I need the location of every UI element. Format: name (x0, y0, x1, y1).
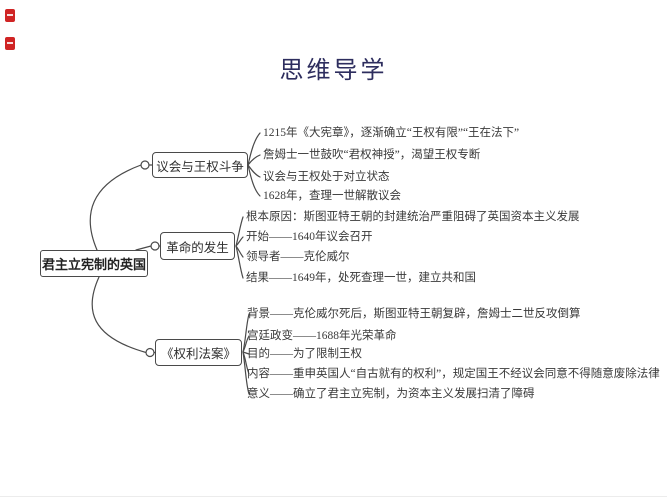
branch-node-bill-of-rights: 《权利法案》 (155, 339, 242, 366)
connector-b3-leaf (242, 351, 250, 355)
leaf-item: 开始——1640年议会召开 (246, 231, 373, 243)
branch3-collapse-icon (145, 347, 155, 358)
leaf-item: 宫廷政变——1688年光荣革命 (247, 330, 397, 342)
connector-b3-leaf (242, 313, 250, 353)
connector-b2-leaf (235, 236, 244, 247)
branch1-collapse-icon (140, 160, 150, 170)
branch-node-parliament-vs-crown: 议会与王权斗争 (152, 152, 248, 178)
connector-b3-leaf (242, 351, 250, 395)
leaf-item: 1215年《大宪章》，逐渐确立“王权有限”“王在法下” (263, 127, 520, 139)
connector-root-branch2 (135, 245, 152, 251)
leaf-item: 根本原因：斯图亚特王朝的封建统治严重阻碍了英国资本主义发展 (246, 211, 580, 223)
leaf-item: 詹姆士一世鼓吹“君权神授”，渴望王权专断 (263, 149, 481, 161)
page-title: 思维导学 (279, 58, 388, 84)
connector-root-branch1 (89, 164, 142, 251)
connector-b2-leaf (235, 216, 244, 247)
leaf-item: 议会与王权处于对立状态 (263, 171, 390, 183)
root-node-constitutional-monarchy-britain: 君主立宪制的英国 (40, 250, 148, 277)
connector-b1-leaf (247, 164, 261, 197)
leaf-item: 目的——为了限制王权 (247, 348, 362, 360)
connector-root-branch3 (91, 276, 147, 354)
leaf-item: 领导者——克伦威尔 (246, 251, 350, 263)
red-stamp-icon (5, 9, 15, 22)
leaf-item: 内容——重申英国人“自古就有的权利”，规定国王不经议会同意不得随意废除法律 (247, 368, 660, 380)
bottom-divider (0, 496, 667, 497)
leaf-item: 结果——1649年，处死查理一世，建立共和国 (246, 272, 476, 284)
branch2-collapse-icon (150, 241, 160, 251)
leaf-item: 背景——克伦威尔死后，斯图亚特王朝复辟，詹姆士二世反攻倒算 (247, 308, 581, 320)
connector-b3-leaf (242, 335, 250, 353)
connector-b1-leaf (247, 154, 261, 166)
red-stamp-icon (5, 37, 15, 50)
connector-b2-leaf (235, 245, 244, 279)
leaf-item: 意义——确立了君主立宪制，为资本主义发展扫清了障碍 (247, 388, 535, 400)
connector-b1-leaf (247, 132, 261, 166)
branch-node-revolution: 革命的发生 (160, 232, 235, 260)
leaf-item: 1628年，查理一世解散议会 (263, 190, 401, 202)
